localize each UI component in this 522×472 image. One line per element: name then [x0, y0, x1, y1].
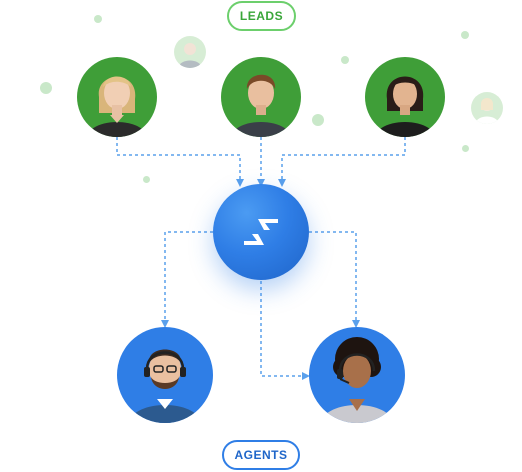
faded-person-avatar	[174, 36, 206, 68]
connector-hub-to-agent-1	[161, 231, 213, 328]
connector-lead-1-to-hub	[116, 137, 244, 187]
decorative-dot	[94, 15, 102, 23]
decorative-dot	[341, 56, 349, 64]
leads-label: LEADS	[227, 1, 296, 31]
agent-avatar-woman-headset	[309, 327, 405, 423]
swap-arrows-icon	[244, 219, 278, 245]
connector-lead-3-to-hub	[278, 137, 406, 187]
connector-hub-to-agent-2-right	[309, 231, 360, 328]
agents-label: AGENTS	[222, 440, 300, 470]
lead-avatar-man	[221, 57, 301, 137]
agent-avatar-man-headset	[117, 327, 213, 423]
lead-avatar-woman-blonde	[77, 57, 157, 137]
faded-person-avatar	[471, 92, 503, 124]
routing-hub	[213, 184, 309, 280]
lead-avatar-woman-dark-hair	[365, 57, 445, 137]
decorative-dot	[462, 145, 469, 152]
decorative-dot	[40, 82, 52, 94]
decorative-dot	[312, 114, 324, 126]
decorative-dot	[461, 31, 469, 39]
connector-hub-to-agent-2-down	[260, 281, 310, 380]
decorative-dot	[143, 176, 150, 183]
